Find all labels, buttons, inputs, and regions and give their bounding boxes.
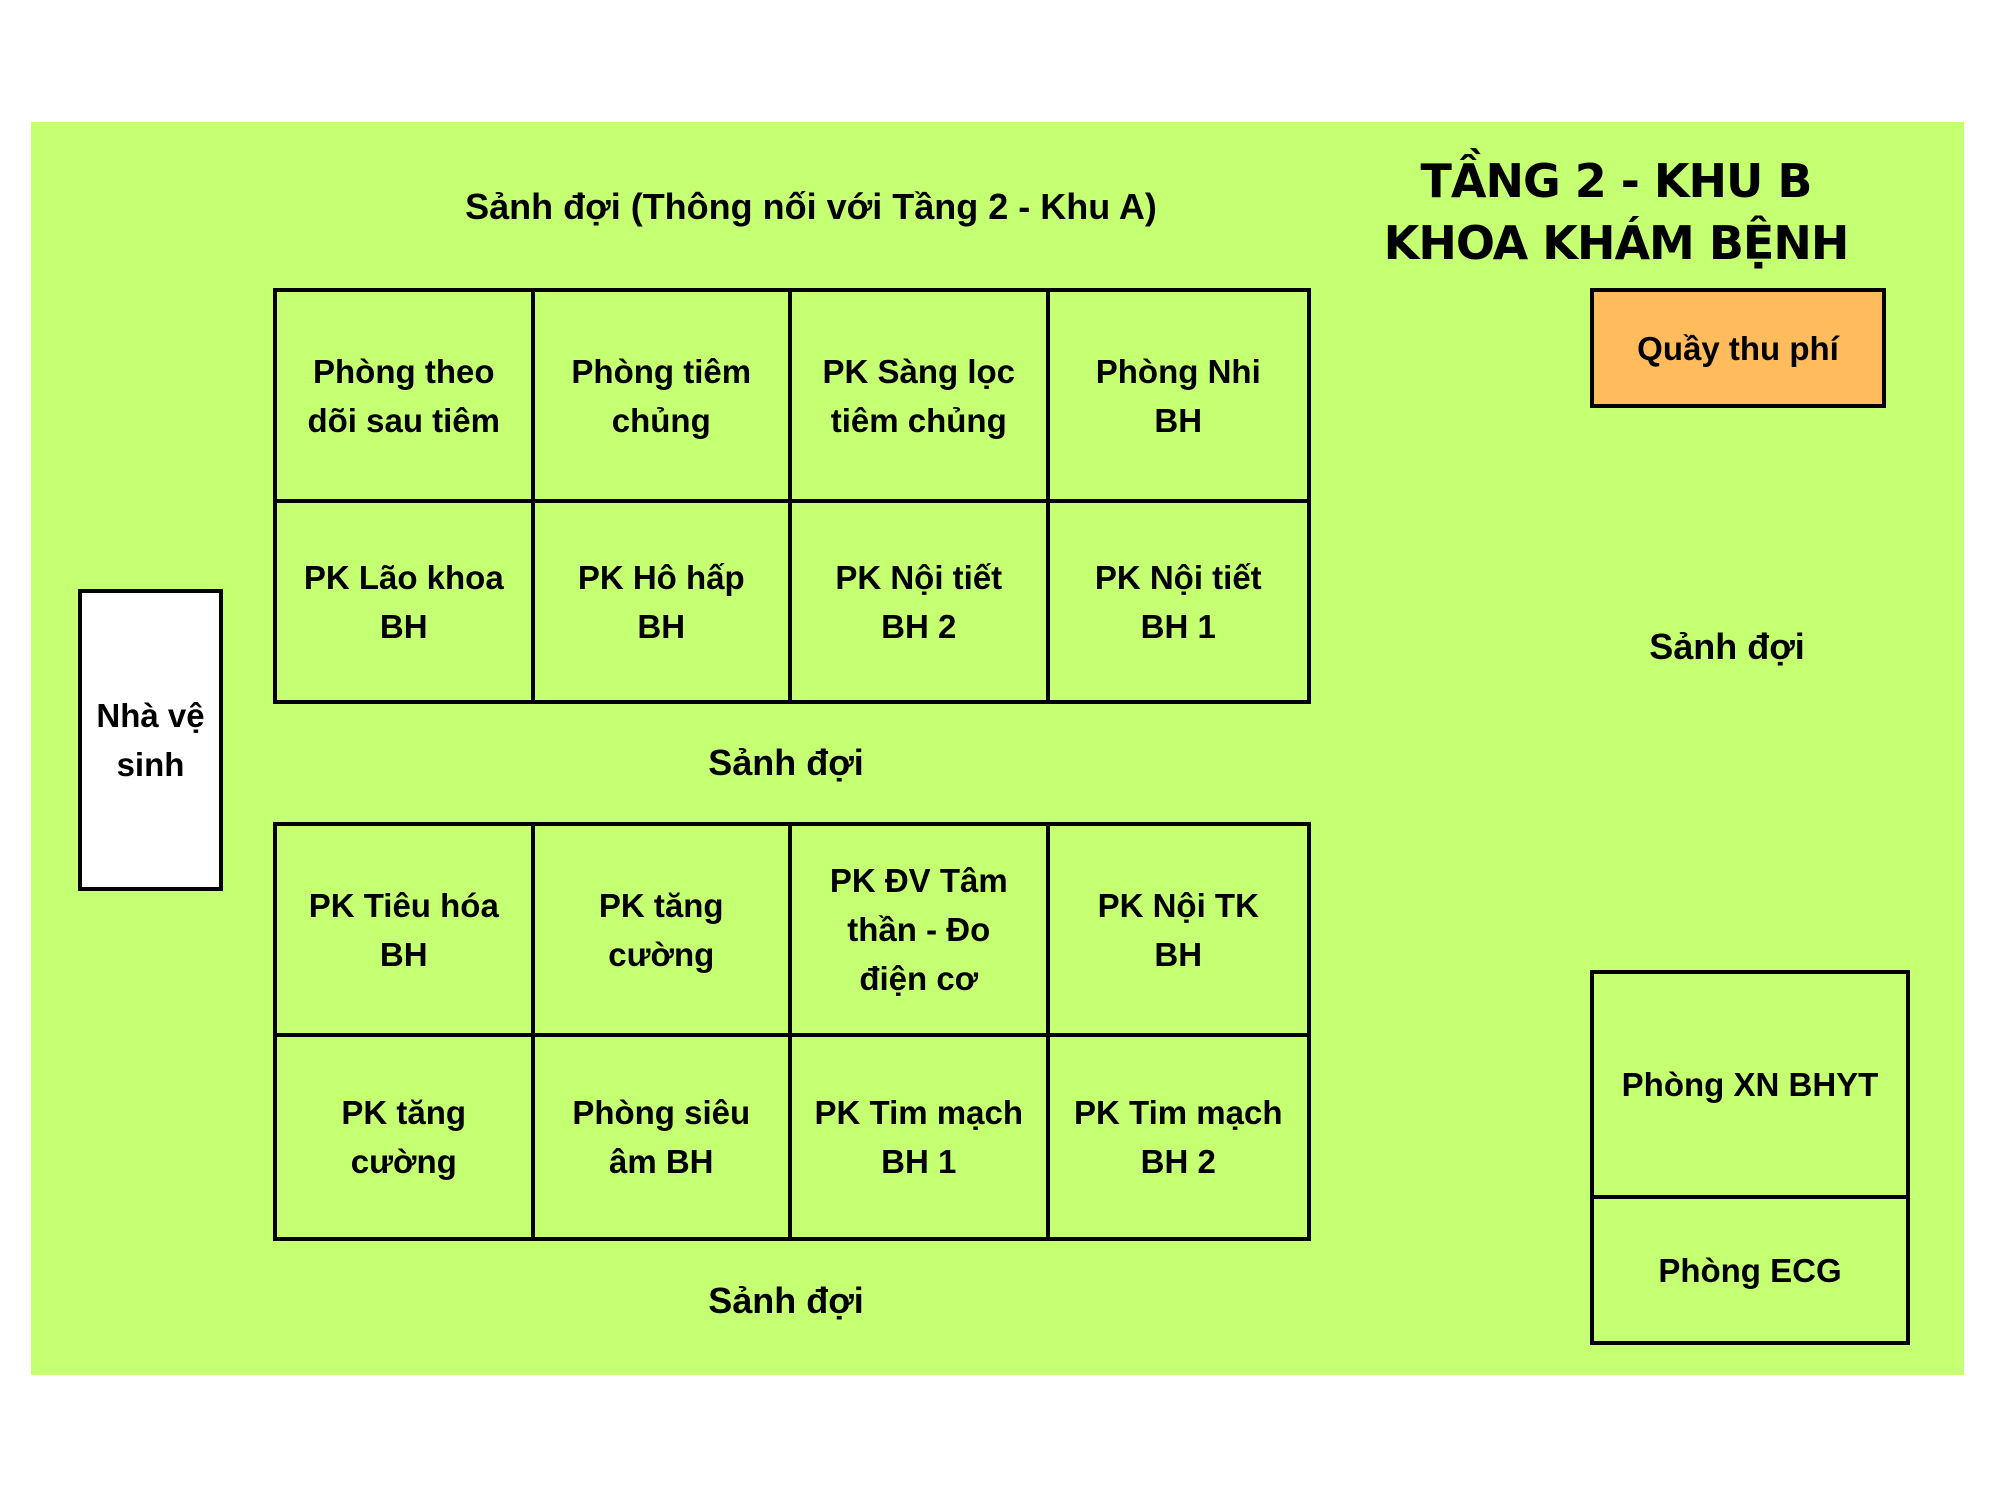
- room: PK Lão khoa BH: [277, 503, 535, 700]
- room-ecg: Phòng ECG: [1658, 1251, 1842, 1289]
- room: PK Sàng lọc tiêm chủng: [792, 292, 1050, 503]
- room: PK tăng cường: [277, 1037, 535, 1237]
- room-block-bottom: PK Tiêu hóa BH PK tăng cường PK ĐV Tâm t…: [273, 822, 1311, 1241]
- room: Phòng siêu âm BH: [535, 1037, 792, 1237]
- room: Phòng tiêm chủng: [534, 292, 792, 503]
- room: Phòng Nhi BH: [1049, 292, 1307, 503]
- room: PK Nội tiết BH 1: [1094, 558, 1262, 645]
- cashier-counter: Quầy thu phí: [1590, 288, 1886, 408]
- floor-title-line1: TẦNG 2 - KHU B: [1420, 154, 1813, 208]
- room-lab-bhyt: Phòng XN BHYT: [1594, 974, 1906, 1199]
- room: PK tăng cường: [534, 826, 792, 1037]
- floor-title-line2: KHOA KHÁM BỆNH: [1383, 216, 1850, 270]
- room: PK ĐV Tâm thần - Đo điện cơ: [792, 826, 1050, 1037]
- lobby-middle-label: Sảnh đợi: [708, 742, 864, 783]
- lobby-bottom-label: Sảnh đợi: [708, 1280, 864, 1321]
- room: Phòng theo dõi sau tiêm: [277, 292, 535, 503]
- room-block-top: Phòng theo dõi sau tiêm Phòng tiêm chủng…: [273, 288, 1311, 704]
- floor-title: TẦNG 2 - KHU B KHOA KHÁM BỆNH: [1383, 150, 1850, 274]
- room: PK Nội TK BH: [1049, 826, 1307, 1037]
- room: PK Nội tiết BH 2: [792, 503, 1050, 700]
- lobby-top-label: Sảnh đợi (Thông nối với Tầng 2 - Khu A): [465, 186, 1157, 227]
- right-room-block: Phòng XN BHYT Phòng ECG: [1590, 970, 1910, 1345]
- room: PK Tiêu hóa BH: [277, 826, 535, 1037]
- room: PK Hô hấp BH: [535, 503, 792, 700]
- restroom: Nhà vệ sinh: [78, 589, 223, 891]
- room: PK Tim mạch BH 1: [792, 1037, 1050, 1237]
- lobby-right-label: Sảnh đợi: [1649, 626, 1805, 667]
- room: PK Tim mạch BH 2: [1074, 1094, 1283, 1180]
